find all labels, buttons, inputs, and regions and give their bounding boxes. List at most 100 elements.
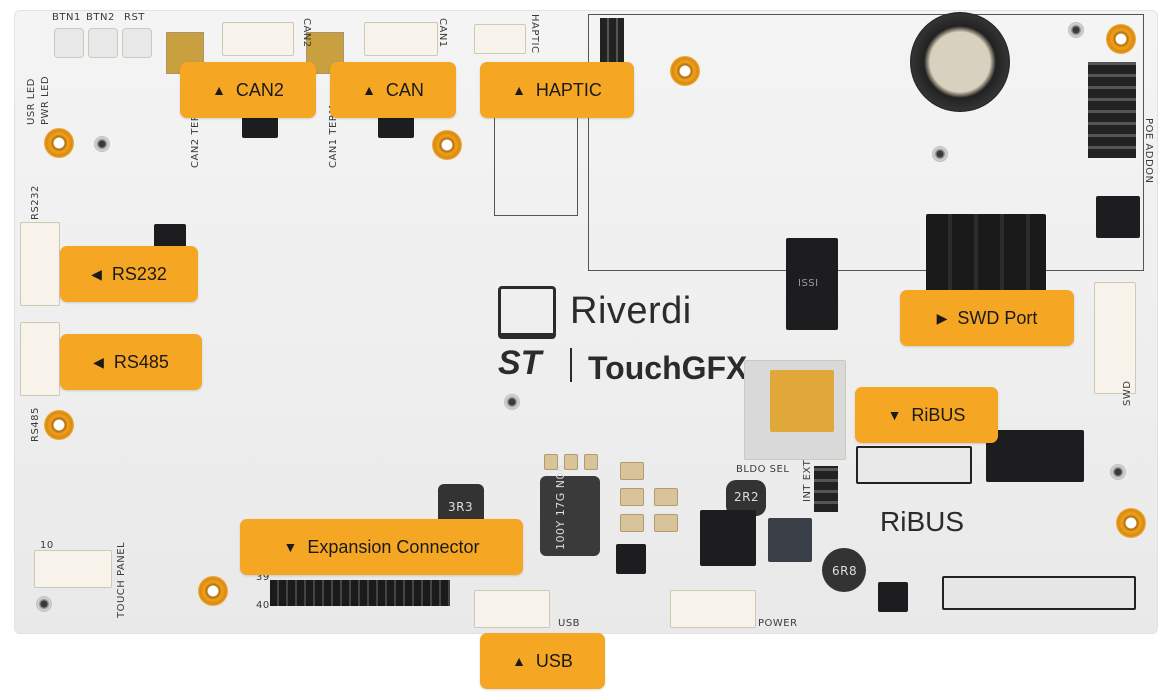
- ribus-logo: RiBUS: [880, 506, 965, 537]
- hole-6: [36, 596, 52, 612]
- expansion-connector: [270, 580, 450, 606]
- button-btn2: [88, 28, 118, 58]
- rs485-connector: [20, 322, 60, 396]
- haptic-outline: [494, 110, 495, 215]
- flash-chip-label: ISSI: [798, 278, 819, 289]
- expansion-pin-40: 40: [256, 600, 270, 611]
- mount-hole-tl: [44, 128, 74, 158]
- mount-hole-tr: [1106, 24, 1136, 54]
- rs485-label: RS485: [30, 407, 41, 442]
- bldo-sel-label: BLDO SEL: [736, 464, 790, 475]
- touch-panel-pin-10: 10: [40, 540, 54, 551]
- cap-1: [544, 454, 558, 470]
- int-ext-header: [814, 466, 838, 512]
- usb-label: USB: [558, 618, 581, 629]
- rs232-chip: [154, 224, 186, 250]
- inductor-2r2-label: 2R2: [734, 490, 760, 504]
- expansion-pin-39: 39: [256, 572, 270, 583]
- swd-label: SWD: [1122, 380, 1133, 406]
- usr-led-label: USR LED: [26, 78, 37, 125]
- button-btn1: [54, 28, 84, 58]
- power-label: POWER: [758, 618, 798, 629]
- callout-rs232[interactable]: ◀ RS232: [60, 246, 198, 302]
- haptic-connector: [474, 24, 526, 54]
- mount-hole-can: [432, 130, 462, 160]
- can2-connector: [222, 22, 294, 56]
- top-pin-header: [600, 18, 624, 68]
- haptic-outline-r: [577, 110, 578, 215]
- poe-addon-header: [1088, 62, 1136, 158]
- inductor-3r3-label: 3R3: [448, 500, 474, 514]
- power-ic: [700, 510, 756, 566]
- poe-outline-right: [1143, 14, 1144, 270]
- haptic-label: HAPTIC: [529, 14, 540, 54]
- callout-haptic[interactable]: ▲ HAPTIC: [480, 62, 634, 118]
- touch-panel-label: TOUCH PANEL: [116, 541, 127, 618]
- chevron-up-icon: ▲: [212, 82, 226, 98]
- mount-hole-bl: [198, 576, 228, 606]
- display-connector: [942, 576, 1136, 610]
- poe-outline-top: [588, 14, 1144, 15]
- poe-chip: [1096, 196, 1140, 238]
- callout-expansion-connector-label: Expansion Connector: [307, 536, 480, 557]
- cap-6: [654, 488, 678, 506]
- touchgfx-logo: TouchGFX: [588, 350, 748, 386]
- callout-ribus-label: RiBUS: [911, 404, 966, 425]
- inductor-6r8-label: 6R8: [832, 564, 858, 578]
- chevron-up-icon: ▲: [512, 653, 526, 669]
- hole-2: [932, 146, 948, 162]
- chevron-up-icon: ▲: [362, 82, 376, 98]
- cap-5: [620, 488, 644, 506]
- power-mosfet: [768, 518, 812, 562]
- cap-2: [564, 454, 578, 470]
- callout-usb[interactable]: ▲ USB: [480, 633, 605, 689]
- inductor-6r8: [822, 548, 866, 592]
- rs232-connector: [20, 222, 60, 306]
- callout-haptic-label: HAPTIC: [535, 79, 602, 100]
- riverdi-icon: [498, 286, 556, 339]
- button-rst: [122, 28, 152, 58]
- rst-label: RST: [124, 12, 145, 23]
- callout-can2[interactable]: ▲ CAN2: [180, 62, 316, 118]
- can1-label: CAN1: [437, 18, 448, 48]
- small-ic-2: [878, 582, 908, 612]
- power-connector: [670, 590, 756, 628]
- can1-connector: [364, 22, 438, 56]
- callout-can2-label: CAN2: [235, 79, 284, 100]
- cap-8: [654, 514, 678, 532]
- callout-usb-label: USB: [535, 650, 573, 671]
- hole-1: [94, 136, 110, 152]
- hole-4: [504, 394, 520, 410]
- poe-outline-left: [588, 14, 589, 270]
- mount-hole-top: [670, 56, 700, 86]
- callout-expansion-connector[interactable]: ▼ Expansion Connector: [240, 519, 523, 575]
- can2-label: CAN2: [301, 18, 312, 48]
- cap-7: [620, 514, 644, 532]
- int-ext-label: INT EXT: [802, 459, 813, 502]
- callout-swd-port-label: SWD Port: [957, 307, 1038, 328]
- chevron-up-icon: ▲: [512, 82, 526, 98]
- usb-connector: [474, 590, 550, 628]
- mount-hole-rs485: [44, 410, 74, 440]
- poe-addon-label: POE ADDON: [1143, 118, 1154, 184]
- callout-can-label: CAN: [385, 79, 424, 100]
- hole-5: [1110, 464, 1126, 480]
- haptic-outline-b: [494, 215, 578, 216]
- callout-swd-port[interactable]: ▶ SWD Port: [900, 290, 1074, 346]
- callout-ribus[interactable]: ▼ RiBUS: [855, 387, 998, 443]
- coin-cell-battery: [910, 12, 1010, 112]
- callout-can[interactable]: ▲ CAN: [330, 62, 456, 118]
- chevron-left-icon: ◀: [91, 266, 102, 282]
- hole-3: [1068, 22, 1084, 38]
- small-ic-1: [616, 544, 646, 574]
- poe-outline-bottom: [588, 270, 1144, 271]
- callout-rs485[interactable]: ◀ RS485: [60, 334, 202, 390]
- callout-rs232-label: RS232: [111, 263, 167, 284]
- cap-4: [620, 462, 644, 480]
- rs232-label: RS232: [30, 185, 41, 220]
- st-logo: ST: [498, 344, 542, 382]
- chevron-down-icon: ▼: [887, 407, 902, 423]
- logo-divider: [570, 348, 572, 382]
- touch-panel-connector: [34, 550, 112, 588]
- btn2-label: BTN2: [86, 12, 115, 23]
